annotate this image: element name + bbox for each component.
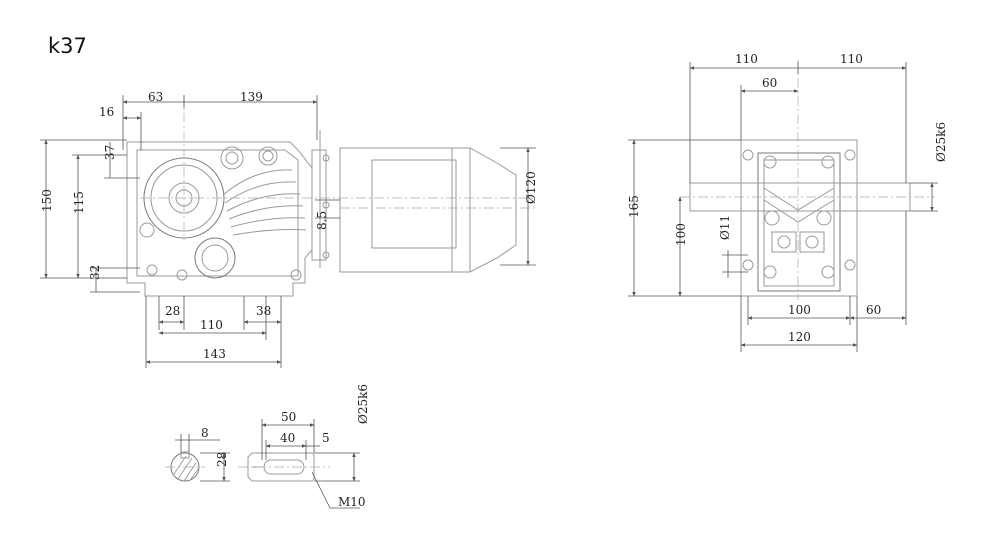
- dim-100-vertical: 100: [674, 223, 688, 246]
- dim-110-right: 110: [840, 52, 863, 66]
- side-dimensions: [40, 95, 536, 368]
- boss-top-right: [258, 146, 278, 166]
- shaft-section: [165, 434, 230, 482]
- dim-d25k6-shaft: Ø25k6: [356, 384, 370, 424]
- dim-150: 150: [40, 189, 54, 212]
- dim-115: 115: [72, 191, 86, 214]
- dim-63: 63: [148, 90, 163, 104]
- dim-28-shaft: 28: [215, 452, 229, 467]
- front-housing: [740, 139, 858, 297]
- dim-16: 16: [99, 105, 114, 119]
- dim-60-top: 60: [762, 76, 777, 90]
- dim-5: 5: [322, 431, 330, 445]
- shaft-side: [238, 419, 360, 509]
- dim-165: 165: [627, 195, 641, 218]
- dim-8: 8: [201, 426, 209, 440]
- front-view: 110 110 60 165 100 Ø11 Ø25k6 100 60 120: [627, 52, 948, 352]
- shaft-detail: 8 28 50 40 5 Ø25k6 M10: [165, 384, 370, 509]
- dim-50: 50: [281, 410, 296, 424]
- dim-8-5: 8.5: [315, 211, 329, 230]
- dim-38: 38: [256, 304, 271, 318]
- side-view: 16 63 139 37 150 115 32 28 38 110 143 8.…: [40, 90, 538, 368]
- boss-lower: [194, 237, 236, 279]
- gearbox-housing: [126, 141, 313, 297]
- dim-110-left: 110: [735, 52, 758, 66]
- boss-top: [220, 146, 244, 170]
- dim-d120: Ø120: [524, 171, 538, 204]
- dim-143: 143: [203, 347, 226, 361]
- front-dimensions: [628, 62, 938, 352]
- motor-flange: [311, 149, 327, 261]
- dim-60-right: 60: [866, 303, 881, 317]
- dim-37: 37: [103, 145, 117, 160]
- terminal-box: [371, 159, 457, 249]
- housing-fins: [222, 169, 307, 236]
- dim-139: 139: [240, 90, 263, 104]
- front-dim-labels: 110 110 60 165 100 Ø11 Ø25k6 100 60 120: [627, 52, 948, 344]
- dim-d11: Ø11: [718, 215, 732, 240]
- dim-d25k6-front: Ø25k6: [934, 122, 948, 162]
- dim-m10: M10: [338, 495, 366, 509]
- drawing-title: k37: [48, 34, 87, 58]
- dim-40: 40: [280, 431, 295, 445]
- shaft-dim-labels: 8 28 50 40 5 Ø25k6 M10: [201, 384, 370, 509]
- dim-32: 32: [88, 265, 102, 280]
- dim-110: 110: [200, 318, 223, 332]
- dim-100-horizontal: 100: [788, 303, 811, 317]
- side-dim-labels: 16 63 139 37 150 115 32 28 38 110 143 8.…: [40, 90, 538, 361]
- motor-body: [339, 147, 517, 273]
- dim-120: 120: [788, 330, 811, 344]
- dim-28: 28: [165, 304, 180, 318]
